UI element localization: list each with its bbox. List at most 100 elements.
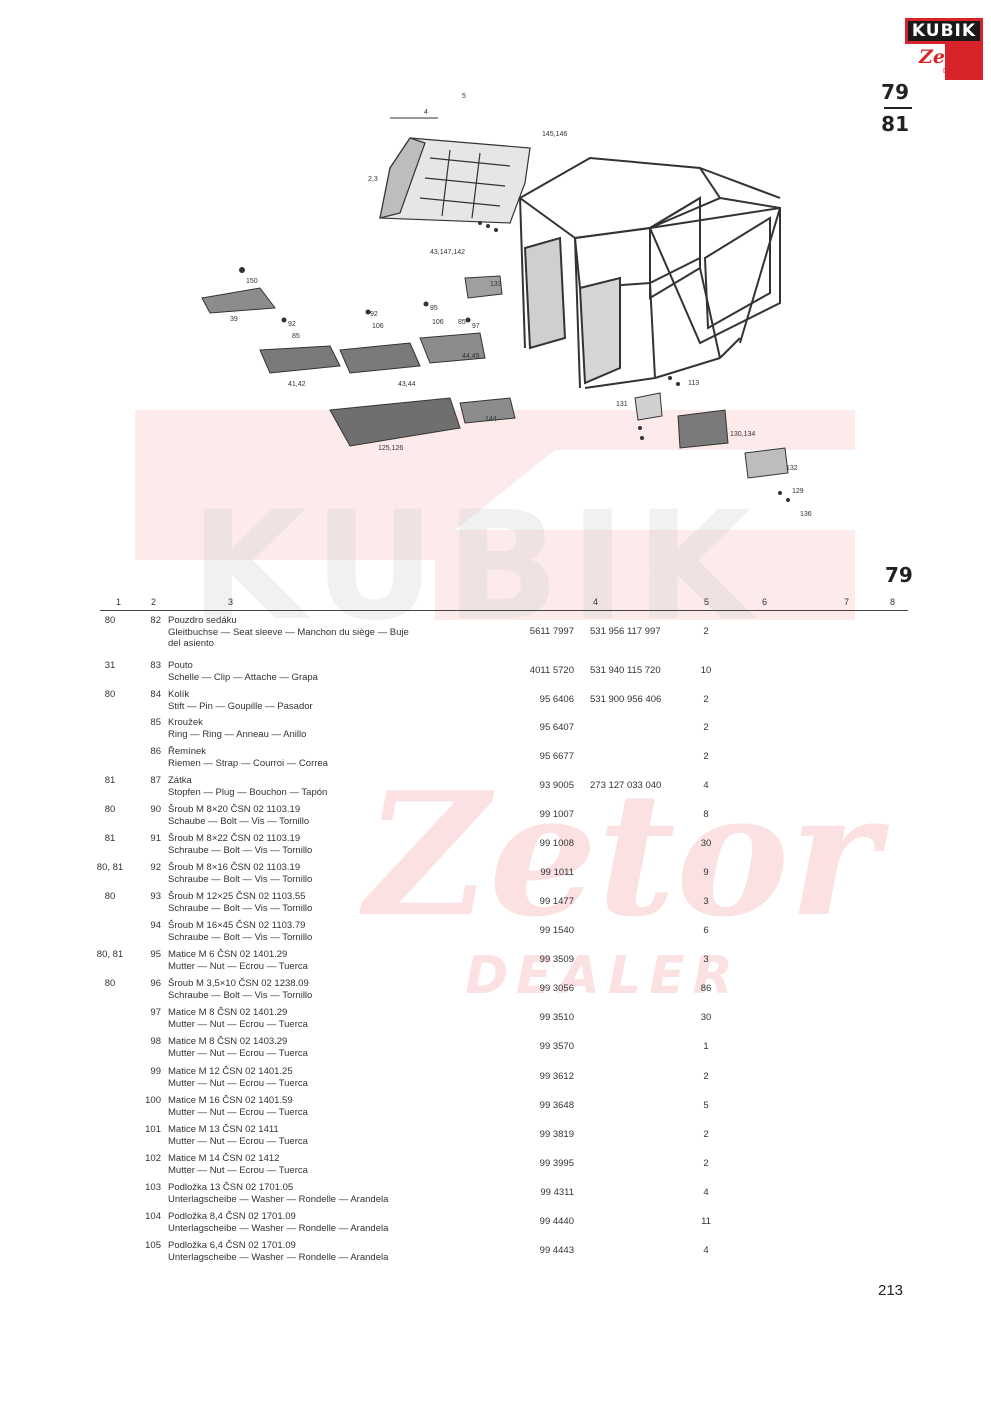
quantity-cell: 2 — [703, 1158, 709, 1169]
part-number-cell: 99 3056 — [539, 983, 574, 994]
part-number-cell: 99 4311 — [540, 1187, 574, 1198]
position-cell: 97 — [150, 1007, 161, 1018]
fig-ref-cell: 80, 81 — [96, 862, 124, 873]
position-cell: 86 — [150, 746, 161, 757]
alt-part-number-cell: 273 127 033 040 — [590, 780, 662, 791]
fig-ref-cell: 81 — [104, 833, 116, 844]
position-cell: 99 — [150, 1066, 161, 1077]
part-number-cell: 99 3509 — [539, 954, 574, 965]
position-cell: 92 — [150, 862, 161, 873]
diagram-label: 85 — [458, 319, 466, 326]
part-number-cell: 99 4440 — [539, 1216, 574, 1227]
position-cell: 103 — [145, 1182, 161, 1193]
description-line: Kolík — [168, 689, 190, 700]
position-cell: 100 — [145, 1095, 161, 1106]
quantity-cell: 3 — [703, 954, 709, 965]
description-line: Unterlagscheibe — Washer — Rondelle — Ar… — [168, 1251, 389, 1263]
description-line: Matice M 8 ČSN 02 1403.29 — [168, 1036, 288, 1047]
column-header-5: 5 — [704, 597, 710, 607]
description-line: Pouzdro sedáku — [168, 615, 237, 626]
part-number-cell: 99 3510 — [539, 1012, 574, 1023]
position-cell: 87 — [150, 775, 161, 786]
quantity-cell: 30 — [700, 838, 712, 849]
diagram-cab-frame — [518, 156, 781, 389]
quantity-cell: 4 — [703, 780, 709, 791]
description-line: Mutter — Nut — Ecrou — Tuerca — [168, 1135, 308, 1147]
diagram-label: 85 — [292, 333, 300, 340]
quantity-cell: 2 — [703, 751, 709, 762]
description-line: Mutter — Nut — Ecrou — Tuerca — [168, 960, 308, 972]
position-cell: 90 — [150, 804, 161, 815]
quantity-cell: 4 — [703, 1187, 709, 1198]
diagram-label: 4 — [424, 109, 428, 116]
diagram-label: 106 — [372, 323, 384, 330]
description-line: del asiento — [168, 638, 214, 649]
description-line: Mutter — Nut — Ecrou — Tuerca — [168, 1106, 308, 1118]
position-cell: 91 — [150, 833, 161, 844]
position-cell: 98 — [150, 1036, 161, 1047]
description-line: Zátka — [168, 775, 192, 786]
position-cell: 82 — [150, 615, 161, 626]
diagram-label: 97 — [472, 323, 480, 330]
description-line: Matice M 8 ČSN 02 1401.29 — [168, 1007, 288, 1018]
fig-ref-cell: 80 — [104, 615, 116, 626]
alt-part-number-cell: 531 940 115 720 — [590, 665, 661, 676]
fig-ref-cell: 81 — [104, 775, 116, 786]
diagram-label: 131 — [616, 401, 628, 408]
description-line: Šroub M 16×45 ČSN 02 1103.79 — [168, 920, 306, 931]
part-number-cell: 93 9005 — [539, 780, 574, 791]
description-line: Schelle — Clip — Attache — Grapa — [168, 671, 318, 683]
quantity-cell: 10 — [700, 665, 712, 676]
position-cell: 95 — [150, 949, 161, 960]
diagram-label: 144 — [485, 416, 497, 423]
diagram-label: 136 — [800, 511, 812, 518]
column-header-7: 7 — [844, 597, 850, 607]
quantity-cell: 2 — [703, 1071, 709, 1082]
column-header-4: 4 — [593, 597, 599, 607]
description-line: Šroub M 8×20 ČSN 02 1103.19 — [168, 804, 301, 815]
position-cell: 101 — [145, 1124, 161, 1135]
description-line: Podložka 8,4 ČSN 02 1701.09 — [168, 1211, 296, 1222]
description-line: Schraube — Bolt — Vis — Tornillo — [168, 873, 313, 885]
part-number-cell: 5611 7997 — [529, 626, 574, 637]
position-cell: 94 — [150, 920, 161, 931]
description-line: Mutter — Nut — Ecrou — Tuerca — [168, 1047, 308, 1059]
part-number-cell: 99 3648 — [539, 1100, 574, 1111]
position-cell: 104 — [145, 1211, 161, 1222]
part-number-cell: 99 1007 — [539, 809, 574, 820]
quantity-cell: 6 — [703, 925, 709, 936]
description-line: Stift — Pin — Goupille — Pasador — [168, 700, 313, 712]
quantity-cell: 2 — [703, 722, 709, 733]
diagram-label: 43,147,142 — [430, 249, 465, 256]
description-line: Schaube — Bolt — Vis — Tornillo — [168, 815, 310, 827]
diagram-label: 44,45 — [462, 353, 480, 360]
description-line: Matice M 14 ČSN 02 1412 — [168, 1153, 280, 1164]
diagram-label: 150 — [246, 278, 258, 285]
description-line: Schraube — Bolt — Vis — Tornillo — [168, 902, 313, 914]
description-line: Riemen — Strap — Courroi — Correa — [168, 757, 328, 769]
quantity-cell: 86 — [700, 983, 712, 994]
description-line: Šroub M 12×25 ČSN 02 1103.55 — [168, 891, 306, 902]
diagram-floor-mats — [201, 275, 516, 447]
quantity-cell: 2 — [703, 626, 709, 637]
fig-ref-cell: 80 — [104, 891, 116, 902]
description-line: Šroub M 8×16 ČSN 02 1103.19 — [168, 862, 301, 873]
brand-logo: KUBIK Zetor DEALER — [905, 18, 983, 80]
description-line: Unterlagscheibe — Washer — Rondelle — Ar… — [168, 1193, 389, 1205]
quantity-cell: 30 — [700, 1012, 712, 1023]
description-line: Šroub M 8×22 ČSN 02 1103.19 — [168, 833, 301, 844]
